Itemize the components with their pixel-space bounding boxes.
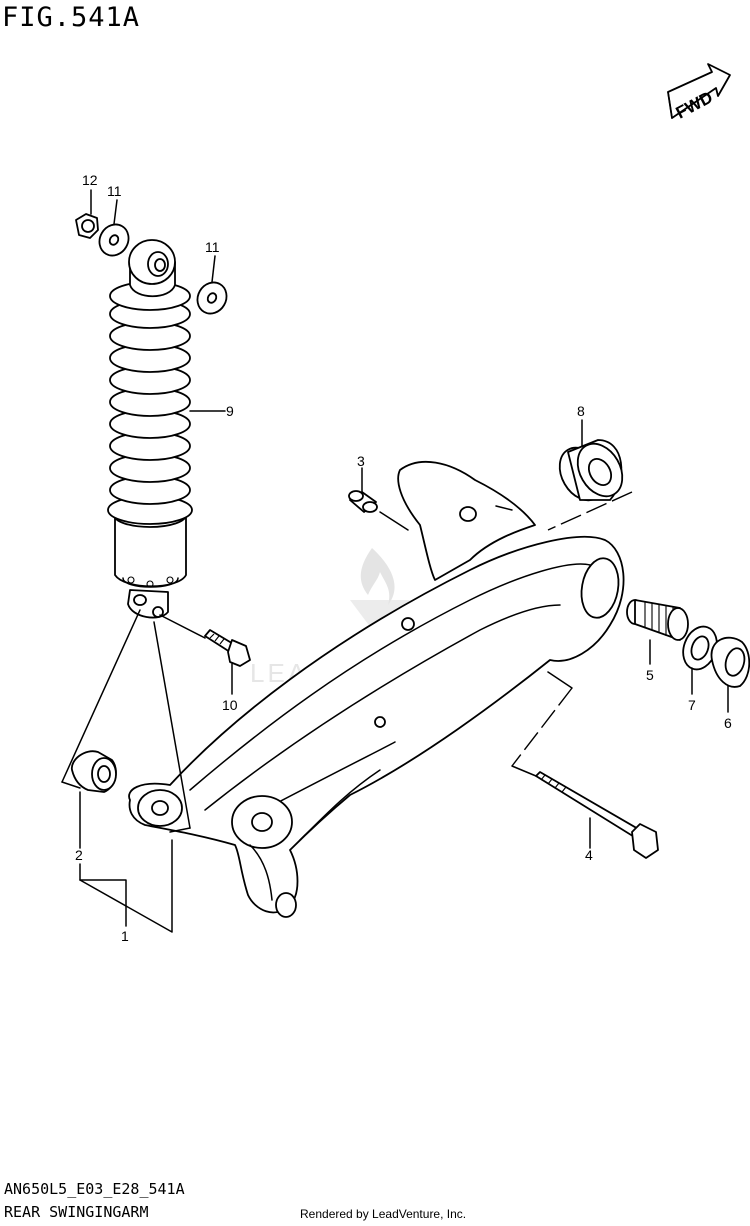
part-2-bushing — [71, 750, 117, 793]
part-4-long-bolt — [535, 771, 659, 859]
label-part-9: 9 — [226, 403, 234, 419]
part-5-pivot-bolt — [626, 599, 689, 641]
label-part-7: 7 — [688, 697, 696, 713]
label-part-6: 6 — [724, 715, 732, 731]
label-part-10: 10 — [222, 697, 238, 713]
label-part-4: 4 — [585, 847, 593, 863]
diagram-name: REAR SWINGINGARM — [4, 1203, 149, 1221]
rendered-by-credit: Rendered by LeadVenture, Inc. — [300, 1207, 467, 1221]
part-1-rear-swingarm — [128, 460, 625, 918]
label-part-8: 8 — [577, 403, 585, 419]
part-10-shock-bolt — [204, 629, 251, 667]
label-part-11-lower: 11 — [205, 239, 220, 255]
label-part-2: 2 — [75, 847, 83, 863]
spring-coils — [109, 281, 191, 505]
part-9-rear-shock-absorber — [107, 239, 193, 619]
leader-lines — [79, 189, 729, 933]
part-12-nut — [75, 213, 99, 239]
part-labels: 1 2 3 4 5 6 7 8 9 10 11 11 12 — [75, 172, 732, 944]
part-11-lower-washer — [196, 281, 228, 315]
part-11-upper-washer — [98, 223, 130, 257]
label-part-12: 12 — [82, 172, 98, 188]
label-part-1: 1 — [121, 928, 129, 944]
forward-direction-tag: FWD — [667, 63, 731, 123]
figure-title: FIG.541A — [2, 2, 141, 33]
part-8-bearing — [558, 439, 624, 502]
part-3-collar — [348, 490, 378, 513]
assembly-lines — [61, 491, 633, 833]
label-part-11-upper: 11 — [107, 183, 122, 199]
part-6-nut — [710, 636, 750, 688]
label-part-3: 3 — [357, 453, 365, 469]
diagram-code: AN650L5_E03_E28_541A — [4, 1180, 185, 1198]
label-part-5: 5 — [646, 667, 654, 683]
